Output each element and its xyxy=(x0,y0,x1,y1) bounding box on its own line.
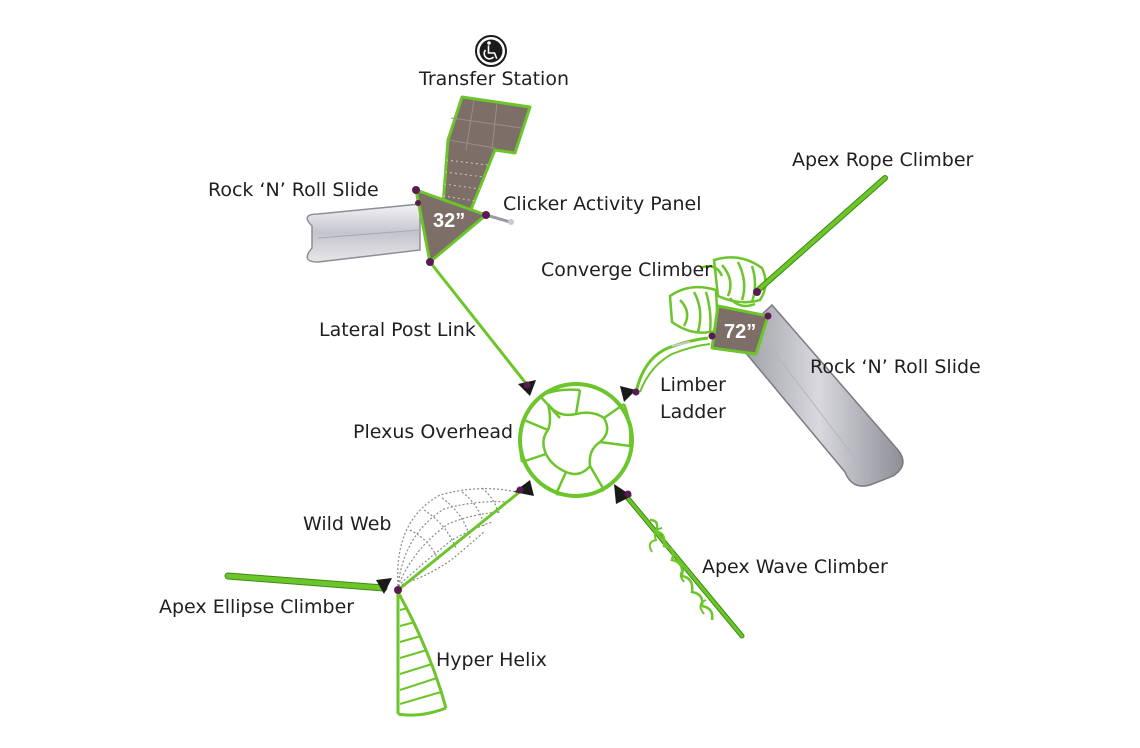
label-limber-ladder-line2: Ladder xyxy=(660,401,726,423)
plexus-overhead xyxy=(518,382,634,498)
deck-height-right: 72” xyxy=(724,321,756,343)
lateral-post-link xyxy=(428,261,530,387)
wild-web-support xyxy=(397,488,523,592)
post-connectors xyxy=(394,186,772,594)
clamps xyxy=(376,380,636,594)
deck-72: 72” xyxy=(710,304,770,356)
transfer-station xyxy=(441,95,532,214)
wheelchair-accessibility-icon xyxy=(475,35,507,67)
apex-wave-climber xyxy=(623,493,745,639)
rock-n-roll-slide-right xyxy=(733,303,904,487)
deck-32: 32” xyxy=(414,188,488,264)
label-plexus-overhead: Plexus Overhead xyxy=(353,421,513,443)
apex-rope-climber xyxy=(753,175,888,295)
limber-ladder xyxy=(634,336,711,393)
apex-ellipse-climber xyxy=(224,572,388,592)
label-hyper-helix: Hyper Helix xyxy=(436,649,547,671)
deck-height-left: 32” xyxy=(433,210,465,232)
label-limber-ladder-line1: Limber xyxy=(660,374,726,396)
rock-n-roll-slide-left xyxy=(306,203,421,263)
label-rock-roll-slide-right: Rock ‘N’ Roll Slide xyxy=(810,356,981,378)
clicker-activity-panel xyxy=(485,213,514,225)
label-converge-climber: Converge Climber xyxy=(541,259,712,281)
label-transfer-station: Transfer Station xyxy=(418,68,569,90)
label-apex-rope-climber: Apex Rope Climber xyxy=(792,149,974,171)
label-wild-web: Wild Web xyxy=(303,513,391,535)
label-apex-wave-climber: Apex Wave Climber xyxy=(702,556,888,578)
label-lateral-post-link: Lateral Post Link xyxy=(319,319,476,341)
wild-web xyxy=(397,487,517,587)
hyper-helix xyxy=(396,591,448,717)
label-rock-roll-slide-left: Rock ‘N’ Roll Slide xyxy=(208,179,379,201)
label-apex-ellipse-climber: Apex Ellipse Climber xyxy=(159,596,354,618)
label-clicker-activity-panel: Clicker Activity Panel xyxy=(503,193,702,215)
